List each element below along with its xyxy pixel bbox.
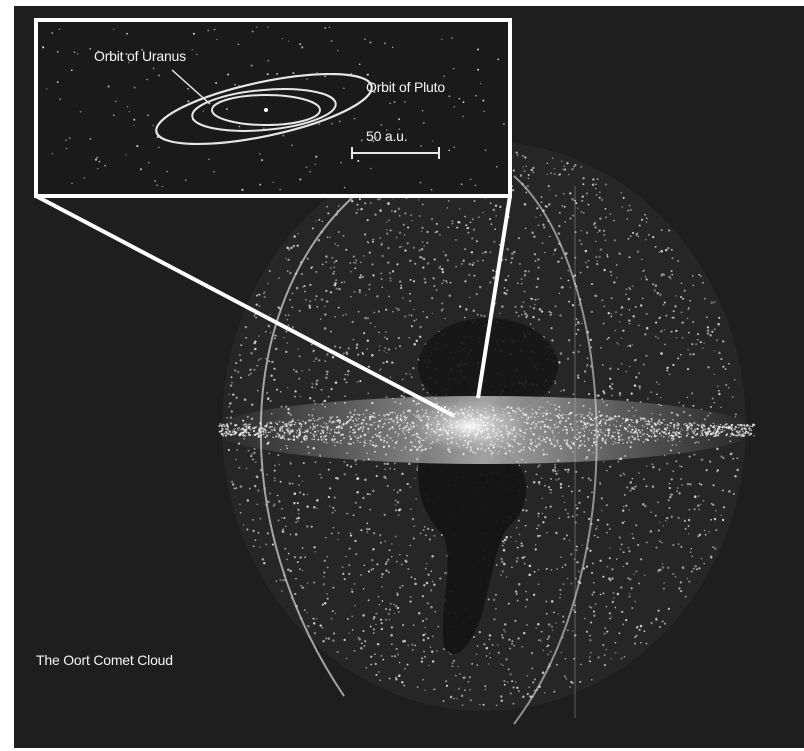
oort-cloud-illustration: Orbit of Uranus Orbit of Pluto 50 a.u. T…: [14, 6, 804, 748]
neptune-orbit: [191, 88, 337, 132]
inner-cavity-upper: [418, 318, 558, 414]
shell-edge-left: [259, 195, 355, 697]
sun-marker: [264, 108, 268, 112]
sun-core-glow: [409, 400, 529, 452]
solar-system-inset: [34, 18, 512, 198]
inner-cavity-lower: [417, 438, 527, 654]
pluto-orbit-label: Orbit of Pluto: [366, 79, 445, 95]
uranus-orbit-label: Orbit of Uranus: [94, 48, 186, 64]
figure-caption: The Oort Comet Cloud: [36, 652, 173, 668]
scale-bar-label: 50 a.u.: [366, 128, 408, 144]
oort-cloud-graphic: [34, 18, 756, 725]
callout-line-left: [35, 194, 455, 418]
pluto-orbit: [155, 72, 373, 146]
shell-edge-right: [513, 175, 598, 725]
uranus-orbit: [211, 94, 321, 126]
callout-line-right: [476, 195, 512, 399]
uranus-pointer: [171, 69, 211, 105]
